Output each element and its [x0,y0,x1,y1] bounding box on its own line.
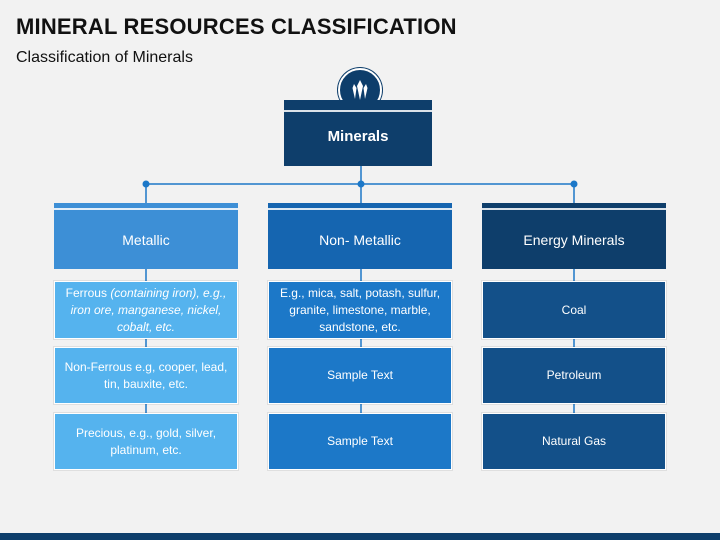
item-text: Non-Ferrous e.g, cooper, lead, tin, baux… [64,359,228,391]
category-energy-minerals: Energy Minerals [482,203,666,269]
nonmetallic-item-examples: E.g., mica, salt, potash, sulfur, granit… [267,280,453,340]
root-node-label: Minerals [327,128,389,145]
nonmetallic-item-sample-2: Sample Text [267,412,453,471]
footer-bar [0,533,720,540]
category-label: Non- Metallic [319,232,401,248]
item-text: Natural Gas [541,434,607,448]
item-text: E.g., mica, salt, potash, sulfur, granit… [279,285,441,334]
bus-node-left [142,180,150,188]
metallic-item-non-ferrous: Non-Ferrous e.g, cooper, lead, tin, baux… [53,346,239,405]
item-text-italic: (containing iron), e.g., iron ore, manga… [70,285,227,334]
item-text: Ferrous [65,285,111,300]
item-text: Sample Text [327,368,393,382]
category-label: Metallic [122,232,170,248]
page-subtitle: Classification of Minerals [16,49,193,66]
energy-item-coal: Coal [481,280,667,340]
nonmetallic-item-sample-1: Sample Text [267,346,453,405]
category-metallic: Metallic [54,203,238,269]
energy-item-petroleum: Petroleum [481,346,667,405]
category-label: Energy Minerals [523,232,625,248]
page-title: MINERAL RESOURCES CLASSIFICATION [16,14,457,39]
bus-node-right [570,180,578,188]
bus-node-center [357,180,365,188]
energy-item-natural-gas: Natural Gas [481,412,667,471]
item-text: Precious, e.g., gold, silver, platinum, … [75,425,217,457]
root-node-minerals: Minerals [284,100,432,166]
metallic-item-precious: Precious, e.g., gold, silver, platinum, … [53,412,239,471]
item-text: Coal [561,302,587,317]
item-text: Petroleum [546,368,602,382]
metallic-item-ferrous: Ferrous (containing iron), e.g., iron or… [53,280,239,340]
category-non-metallic: Non- Metallic [268,203,452,269]
item-text: Sample Text [327,434,393,448]
